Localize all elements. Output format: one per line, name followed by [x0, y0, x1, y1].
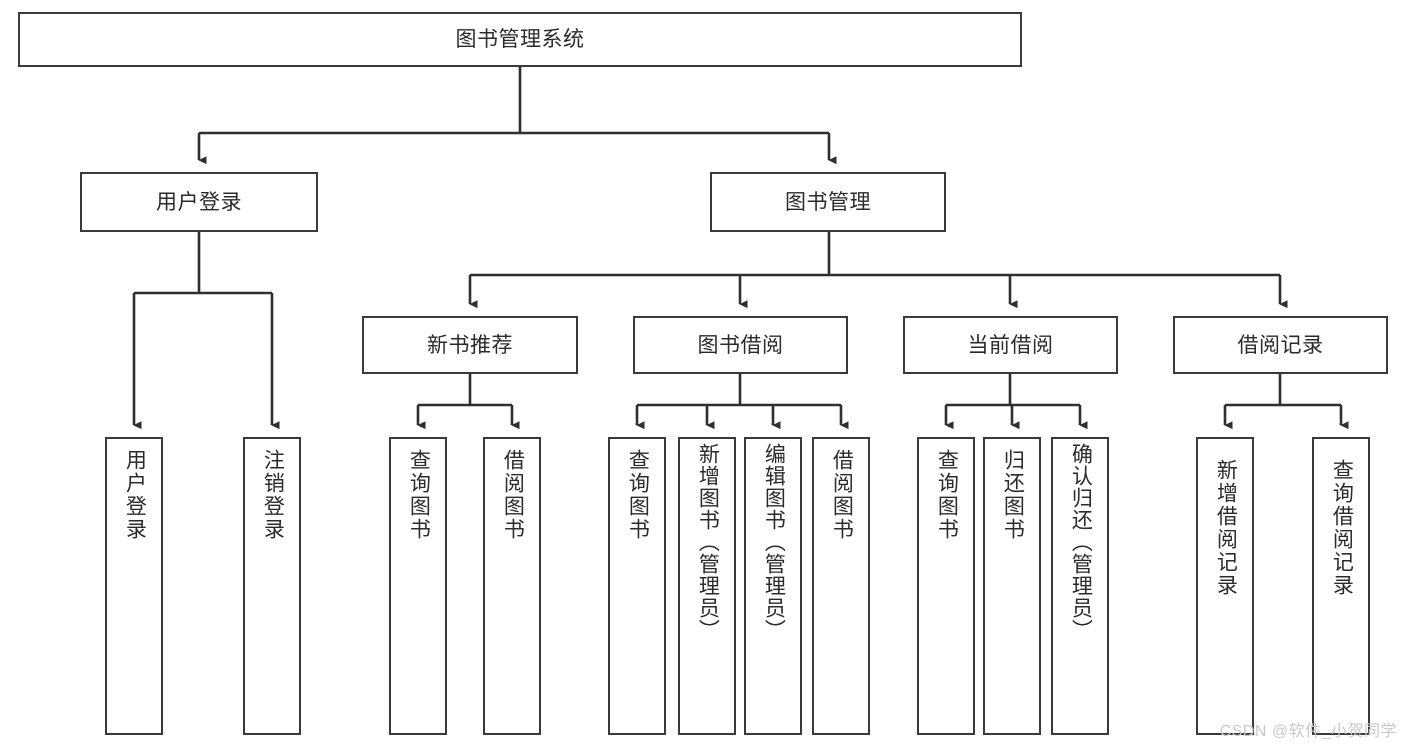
leaf-query-book-borrow[interactable]: 查询图书: [608, 437, 666, 735]
leaf-return-book-label: 归还图书: [1001, 449, 1025, 541]
leaf-lend-book-label: 借阅图书: [830, 449, 854, 541]
leaf-lend-book[interactable]: 借阅图书: [812, 437, 870, 735]
leaf-query-book-newbook-label: 查询图书: [407, 449, 431, 541]
node-book-borrow[interactable]: 图书借阅: [633, 316, 848, 374]
node-user-login-label: 用户登录: [156, 190, 242, 214]
leaf-user-login-label: 用户登录: [123, 449, 147, 541]
leaf-add-book-admin-label: 新增图书（管理员）: [696, 443, 720, 641]
leaf-query-book-current[interactable]: 查询图书: [917, 437, 975, 735]
node-current-borrow[interactable]: 当前借阅: [903, 316, 1118, 374]
leaf-logout[interactable]: 注销登录: [243, 437, 301, 735]
leaf-query-borrow-record-label: 查询借阅记录: [1330, 459, 1354, 597]
leaf-confirm-return-admin-label: 确认归还（管理员）: [1069, 443, 1093, 641]
node-book-management-label: 图书管理: [785, 190, 871, 214]
leaf-query-book-borrow-label: 查询图书: [626, 449, 650, 541]
node-root[interactable]: 图书管理系统: [18, 12, 1022, 67]
node-new-book-recommend-label: 新书推荐: [427, 333, 513, 357]
leaf-query-book-current-label: 查询图书: [935, 449, 959, 541]
csdn-watermark: CSDN @软件_小贺同学: [1219, 723, 1397, 740]
node-book-management[interactable]: 图书管理: [710, 172, 946, 232]
leaf-user-login[interactable]: 用户登录: [105, 437, 163, 735]
leaf-query-book-newbook[interactable]: 查询图书: [389, 437, 447, 735]
node-book-borrow-label: 图书借阅: [697, 333, 784, 357]
leaf-add-borrow-record[interactable]: 新增借阅记录: [1196, 437, 1254, 735]
leaf-confirm-return-admin[interactable]: 确认归还（管理员）: [1051, 437, 1109, 735]
leaf-edit-book-admin[interactable]: 编辑图书（管理员）: [744, 437, 802, 735]
leaf-logout-label: 注销登录: [261, 449, 285, 541]
leaf-borrow-book-newbook[interactable]: 借阅图书: [483, 437, 541, 735]
node-borrow-records-label: 借阅记录: [1237, 333, 1324, 357]
node-user-login[interactable]: 用户登录: [80, 172, 318, 232]
leaf-edit-book-admin-label: 编辑图书（管理员）: [762, 443, 786, 641]
leaf-add-borrow-record-label: 新增借阅记录: [1214, 459, 1238, 597]
node-new-book-recommend[interactable]: 新书推荐: [362, 316, 578, 374]
leaf-add-book-admin[interactable]: 新增图书（管理员）: [678, 437, 736, 735]
node-root-label: 图书管理系统: [455, 28, 585, 51]
leaf-borrow-book-newbook-label: 借阅图书: [501, 449, 525, 541]
leaf-return-book[interactable]: 归还图书: [983, 437, 1041, 735]
node-borrow-records[interactable]: 借阅记录: [1173, 316, 1388, 374]
leaf-query-borrow-record[interactable]: 查询借阅记录: [1312, 437, 1370, 735]
node-current-borrow-label: 当前借阅: [967, 333, 1054, 357]
